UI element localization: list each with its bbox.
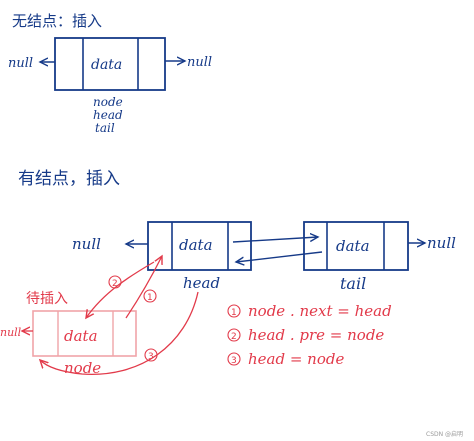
tail-node-box (303, 221, 409, 271)
head-label-text: head (183, 274, 220, 292)
step2-marker (108, 275, 122, 289)
left-null-label: null (8, 56, 33, 71)
new-node-left-null-label: null (0, 326, 22, 339)
step3-marker (144, 348, 158, 362)
head-next-arrow (232, 237, 318, 243)
step3-marker-num: 3 (148, 352, 154, 362)
step2-arrow (86, 261, 155, 318)
new-node: data (32, 310, 137, 357)
node-label: node (93, 95, 123, 109)
new-node-box (32, 310, 137, 357)
tail-node-data-label: data (336, 237, 370, 255)
step1-bullet-num: 1 (231, 308, 237, 318)
watermark: CSDN @启明 (426, 430, 463, 438)
tail-label-text: tail (340, 274, 366, 293)
step1-marker (143, 289, 157, 303)
node-box (54, 37, 166, 91)
section1-title: 无结点：插入 (12, 12, 102, 30)
pending-insert-title: 待插入 (26, 291, 68, 307)
step1-text: node . next = head (248, 302, 392, 320)
step2-text: head . pre = node (248, 326, 384, 344)
step3-bullet (227, 352, 241, 366)
step2-marker-num: 2 (112, 279, 118, 289)
tail-node: data (303, 221, 409, 271)
tail-pre-arrow (236, 251, 323, 262)
tail-label: tail (95, 121, 115, 135)
step2-bullet (227, 328, 241, 342)
head-left-null-label: null (72, 235, 101, 253)
step3-text: head = node (248, 350, 344, 368)
head-label: head (93, 108, 123, 122)
head-node: data (147, 221, 252, 271)
head-node-data-label: data (179, 236, 213, 254)
step1-arrow (125, 256, 162, 319)
step2-bullet-num: 2 (231, 332, 237, 342)
right-null-label: null (187, 55, 212, 70)
new-node-data-label: data (64, 327, 98, 345)
step1-marker-num: 1 (147, 293, 153, 303)
tail-right-null-label: null (427, 234, 456, 252)
step3-arrow (40, 291, 199, 375)
head-node-box (147, 221, 252, 271)
step-list: 1 node . next = head 2 head . pre = node… (227, 302, 392, 368)
step3-bullet-num: 3 (231, 356, 237, 366)
empty-list-node: data (54, 37, 166, 91)
node-data-label: data (91, 57, 122, 73)
section2-title: 有结点，插入 (18, 169, 120, 189)
step1-bullet (227, 304, 241, 318)
